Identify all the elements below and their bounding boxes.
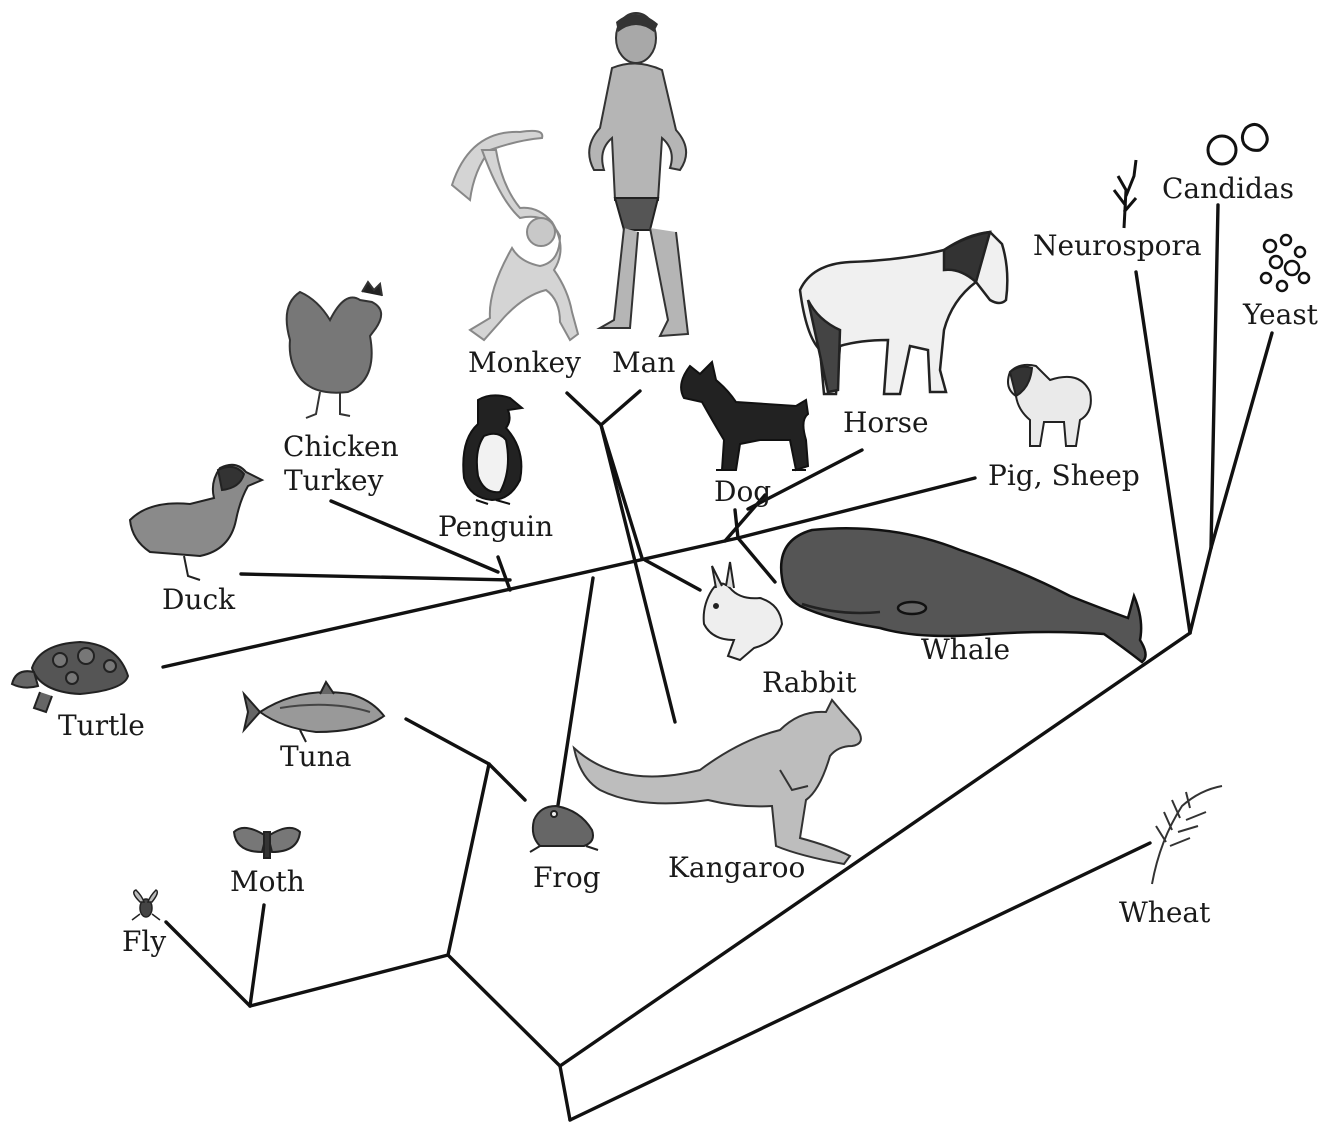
moth-figure bbox=[234, 828, 300, 858]
label-man: Man bbox=[612, 346, 675, 379]
branch-to-vertebrates bbox=[448, 764, 489, 955]
branch-insects bbox=[250, 955, 448, 1006]
label-neurospora: Neurospora bbox=[1033, 229, 1202, 262]
dog-figure bbox=[681, 362, 808, 470]
branch-to-invertebrates bbox=[448, 955, 560, 1066]
label-candidas: Candidas bbox=[1162, 172, 1294, 205]
branch-to-moth bbox=[250, 905, 264, 1006]
label-fly: Fly bbox=[122, 925, 166, 958]
branch-to-monkey bbox=[567, 393, 601, 425]
branch-to-tuna bbox=[406, 719, 489, 764]
monkey-figure bbox=[452, 131, 578, 340]
label-wheat: Wheat bbox=[1119, 896, 1211, 929]
branch-to-candidas bbox=[1211, 205, 1218, 548]
yeast-figure bbox=[1261, 235, 1309, 291]
wheat-figure bbox=[1152, 786, 1222, 884]
branch-to-fly bbox=[166, 922, 250, 1006]
label-monkey: Monkey bbox=[468, 346, 581, 379]
label-penguin: Penguin bbox=[438, 510, 553, 543]
penguin-figure bbox=[463, 395, 522, 504]
candidas-figure bbox=[1208, 124, 1267, 164]
label-tuna: Tuna bbox=[280, 740, 351, 773]
branch-root bbox=[560, 1066, 570, 1120]
sheep-figure bbox=[1008, 365, 1091, 446]
chicken-figure bbox=[287, 282, 382, 418]
branch-to-neurospora bbox=[1136, 272, 1190, 633]
turtle-figure bbox=[12, 642, 128, 712]
branch-animals-fungi bbox=[560, 633, 1190, 1066]
label-horse: Horse bbox=[843, 406, 929, 439]
label-frog: Frog bbox=[533, 861, 601, 894]
kangaroo-figure bbox=[574, 700, 861, 864]
label-kangaroo: Kangaroo bbox=[668, 851, 805, 884]
label-pig-sheep: Pig, Sheep bbox=[988, 459, 1140, 492]
fly-figure bbox=[132, 890, 160, 920]
label-moth: Moth bbox=[230, 865, 305, 898]
branch-to-man bbox=[601, 391, 640, 425]
label-duck: Duck bbox=[162, 583, 236, 616]
man-figure bbox=[589, 13, 688, 336]
duck-figure bbox=[130, 465, 262, 580]
branch-to-wheat bbox=[570, 843, 1150, 1120]
label-rabbit: Rabbit bbox=[762, 666, 857, 699]
label-turkey: Turkey bbox=[284, 464, 384, 497]
label-turtle: Turtle bbox=[58, 709, 145, 742]
branch-tetrapods bbox=[489, 764, 525, 800]
label-whale: Whale bbox=[921, 633, 1010, 666]
branch-to-dog bbox=[735, 510, 738, 538]
branch-backbone bbox=[163, 538, 738, 667]
branch-to-duck bbox=[241, 574, 510, 580]
tuna-figure bbox=[244, 682, 384, 742]
branch-to-rabbit bbox=[645, 560, 700, 590]
label-chicken: Chicken bbox=[283, 430, 399, 463]
horse-figure bbox=[800, 232, 1007, 394]
branch-to-kangaroo bbox=[601, 425, 675, 722]
branch-birds bbox=[498, 557, 510, 590]
label-yeast: Yeast bbox=[1242, 298, 1319, 331]
frog-figure bbox=[530, 806, 598, 852]
branch-yeast-candidas bbox=[1190, 548, 1211, 633]
neurospora-figure bbox=[1114, 160, 1136, 228]
label-dog: Dog bbox=[714, 475, 771, 508]
branch-to-whale bbox=[738, 538, 775, 582]
branch-to-yeast bbox=[1211, 333, 1272, 548]
